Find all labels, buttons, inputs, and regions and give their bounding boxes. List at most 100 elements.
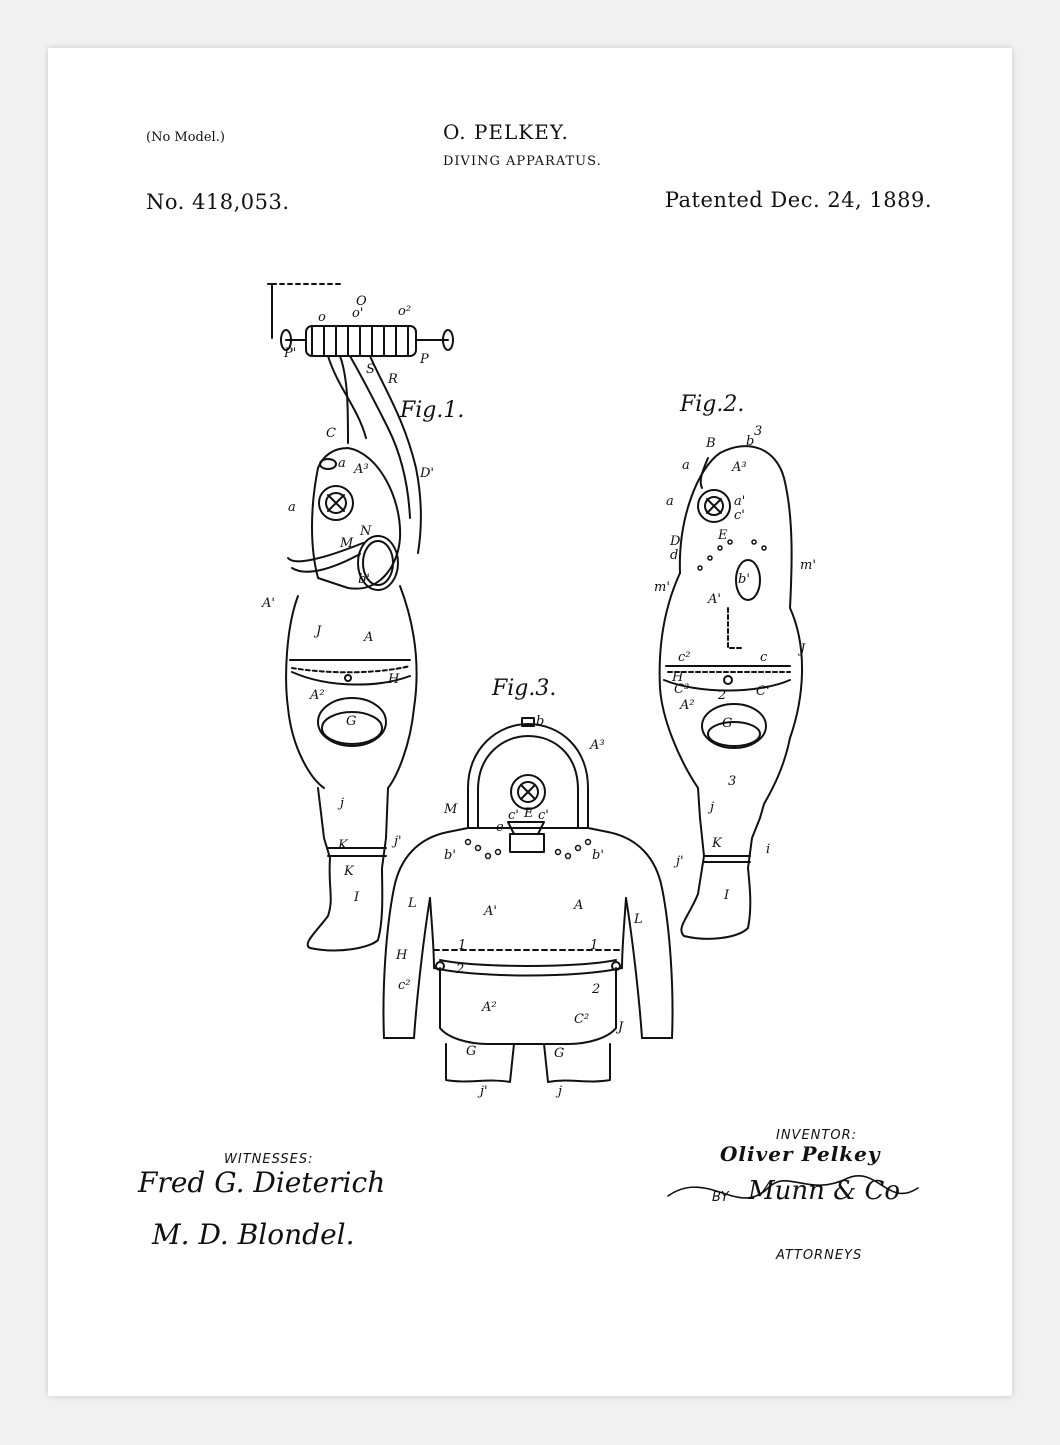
fig2-label: b [746, 434, 755, 449]
fig3-label: 2 [592, 982, 601, 997]
fig2-label: b' [738, 572, 750, 587]
fig1-label: A² [310, 688, 325, 703]
fig1-label: o² [398, 304, 412, 319]
figure-2-drawing [658, 445, 803, 940]
fig3-label: A' [484, 904, 497, 919]
fig3-label: E [524, 806, 534, 821]
fig1-label: N [360, 524, 372, 539]
fig2-label: G [722, 716, 733, 731]
fig3-label: J [618, 1020, 624, 1035]
fig3-label: c' [508, 808, 519, 823]
fig2-label: a [666, 494, 674, 509]
fig2-label: D [670, 534, 681, 549]
fig2-label: c [760, 650, 768, 665]
fig1-label: a [338, 456, 346, 471]
fig1-label: D' [420, 466, 434, 481]
fig1-label: o' [352, 306, 364, 321]
fig2-label: C³ [674, 682, 690, 697]
fig2-label: A² [680, 698, 695, 713]
fig3-label: H [396, 948, 408, 963]
fig1-label: a [288, 500, 296, 515]
patent-date: Patented Dec. 24, 1889. [664, 188, 932, 212]
fig1-label: K [344, 864, 354, 879]
fig2-label: a' [734, 494, 746, 509]
patent-number: No. 418,053. [146, 190, 290, 214]
attorney-signature: Munn & Co [748, 1176, 901, 1206]
fig1-label: C [326, 426, 336, 441]
fig1-label: S [366, 362, 375, 377]
fig3-label: A² [482, 1000, 497, 1015]
fig3-label: b [536, 714, 545, 729]
fig3-label: c² [398, 978, 411, 993]
fig2-label: a [682, 458, 690, 473]
fig2-label: I [724, 888, 730, 903]
fig1-label: P' [284, 346, 297, 361]
fig2-label: m' [800, 558, 816, 573]
fig1-label: P [420, 352, 429, 367]
inventor-label: INVENTOR: [776, 1128, 857, 1143]
witness-2-signature: M. D. Blondel. [152, 1218, 355, 1251]
fig3-label: L [408, 896, 417, 911]
fig3-label: b' [592, 848, 604, 863]
fig3-label: j' [480, 1084, 488, 1099]
figure-1-drawing [267, 283, 454, 952]
patent-sheet: (No Model.) O. PELKEY. DIVING APPARATUS.… [48, 48, 1012, 1396]
fig2-label: 2 [718, 688, 727, 703]
fig3-label: b' [444, 848, 456, 863]
fig2-label: A' [708, 592, 721, 607]
witness-1-signature: Fred G. Dieterich [138, 1166, 386, 1199]
fig1-label: A³ [354, 462, 369, 477]
fig1-label: A' [262, 596, 275, 611]
fig2-label: B [706, 436, 716, 451]
inventor-name-heading: O. PELKEY. [443, 120, 569, 144]
fig3-label: G [466, 1044, 477, 1059]
fig3-label: 1 [590, 938, 599, 953]
by-label: BY [712, 1190, 729, 1205]
no-model-note: (No Model.) [146, 130, 225, 145]
fig1-label: j' [394, 834, 402, 849]
witnesses-label: WITNESSES: [224, 1152, 314, 1167]
figure-2-label: Fig.2. [680, 392, 745, 417]
fig2-label: C' [756, 684, 770, 699]
fig3-label: C² [574, 1012, 590, 1027]
attorneys-label: ATTORNEYS [776, 1248, 863, 1263]
fig3-label: c' [538, 808, 549, 823]
fig3-label: G [554, 1046, 565, 1061]
fig3-label: A [574, 898, 584, 913]
fig2-label: d [670, 548, 679, 563]
fig2-label: c² [678, 650, 691, 665]
fig3-label: L [634, 912, 643, 927]
fig1-label: b' [358, 572, 370, 587]
fig2-label: c' [734, 508, 745, 523]
patent-title: DIVING APPARATUS. [443, 154, 602, 169]
fig2-label: j [710, 800, 715, 815]
fig1-label: G [346, 714, 357, 729]
fig1-label: R [388, 372, 398, 387]
fig3-label: e [496, 820, 504, 835]
inventor-signature: Oliver Pelkey [720, 1142, 881, 1166]
fig2-label: A³ [732, 460, 747, 475]
figure-3-label: Fig.3. [492, 676, 557, 701]
fig1-label: j [340, 796, 345, 811]
fig2-label: H [672, 670, 684, 685]
fig2-label: j' [676, 854, 684, 869]
patent-drawing [267, 283, 919, 1199]
fig2-label: i [766, 842, 771, 857]
fig3-label: 2 [456, 962, 465, 977]
fig1-label: I [354, 890, 360, 905]
fig3-label: M [444, 802, 458, 817]
fig1-label: H [388, 672, 400, 687]
figure-3-drawing [382, 717, 674, 1083]
fig2-label: 3 [754, 424, 763, 439]
fig1-label: o [318, 310, 326, 325]
fig3-label: A³ [590, 738, 605, 753]
fig3-label: j [558, 1084, 563, 1099]
fig1-label: A [364, 630, 374, 645]
fig2-label: m' [654, 580, 670, 595]
fig2-label: E [718, 528, 728, 543]
fig1-label: O [356, 294, 367, 309]
figure-1-label: Fig.1. [400, 398, 465, 423]
fig1-label: J [316, 624, 322, 639]
fig2-label: K [712, 836, 722, 851]
fig2-label: 3 [728, 774, 737, 789]
